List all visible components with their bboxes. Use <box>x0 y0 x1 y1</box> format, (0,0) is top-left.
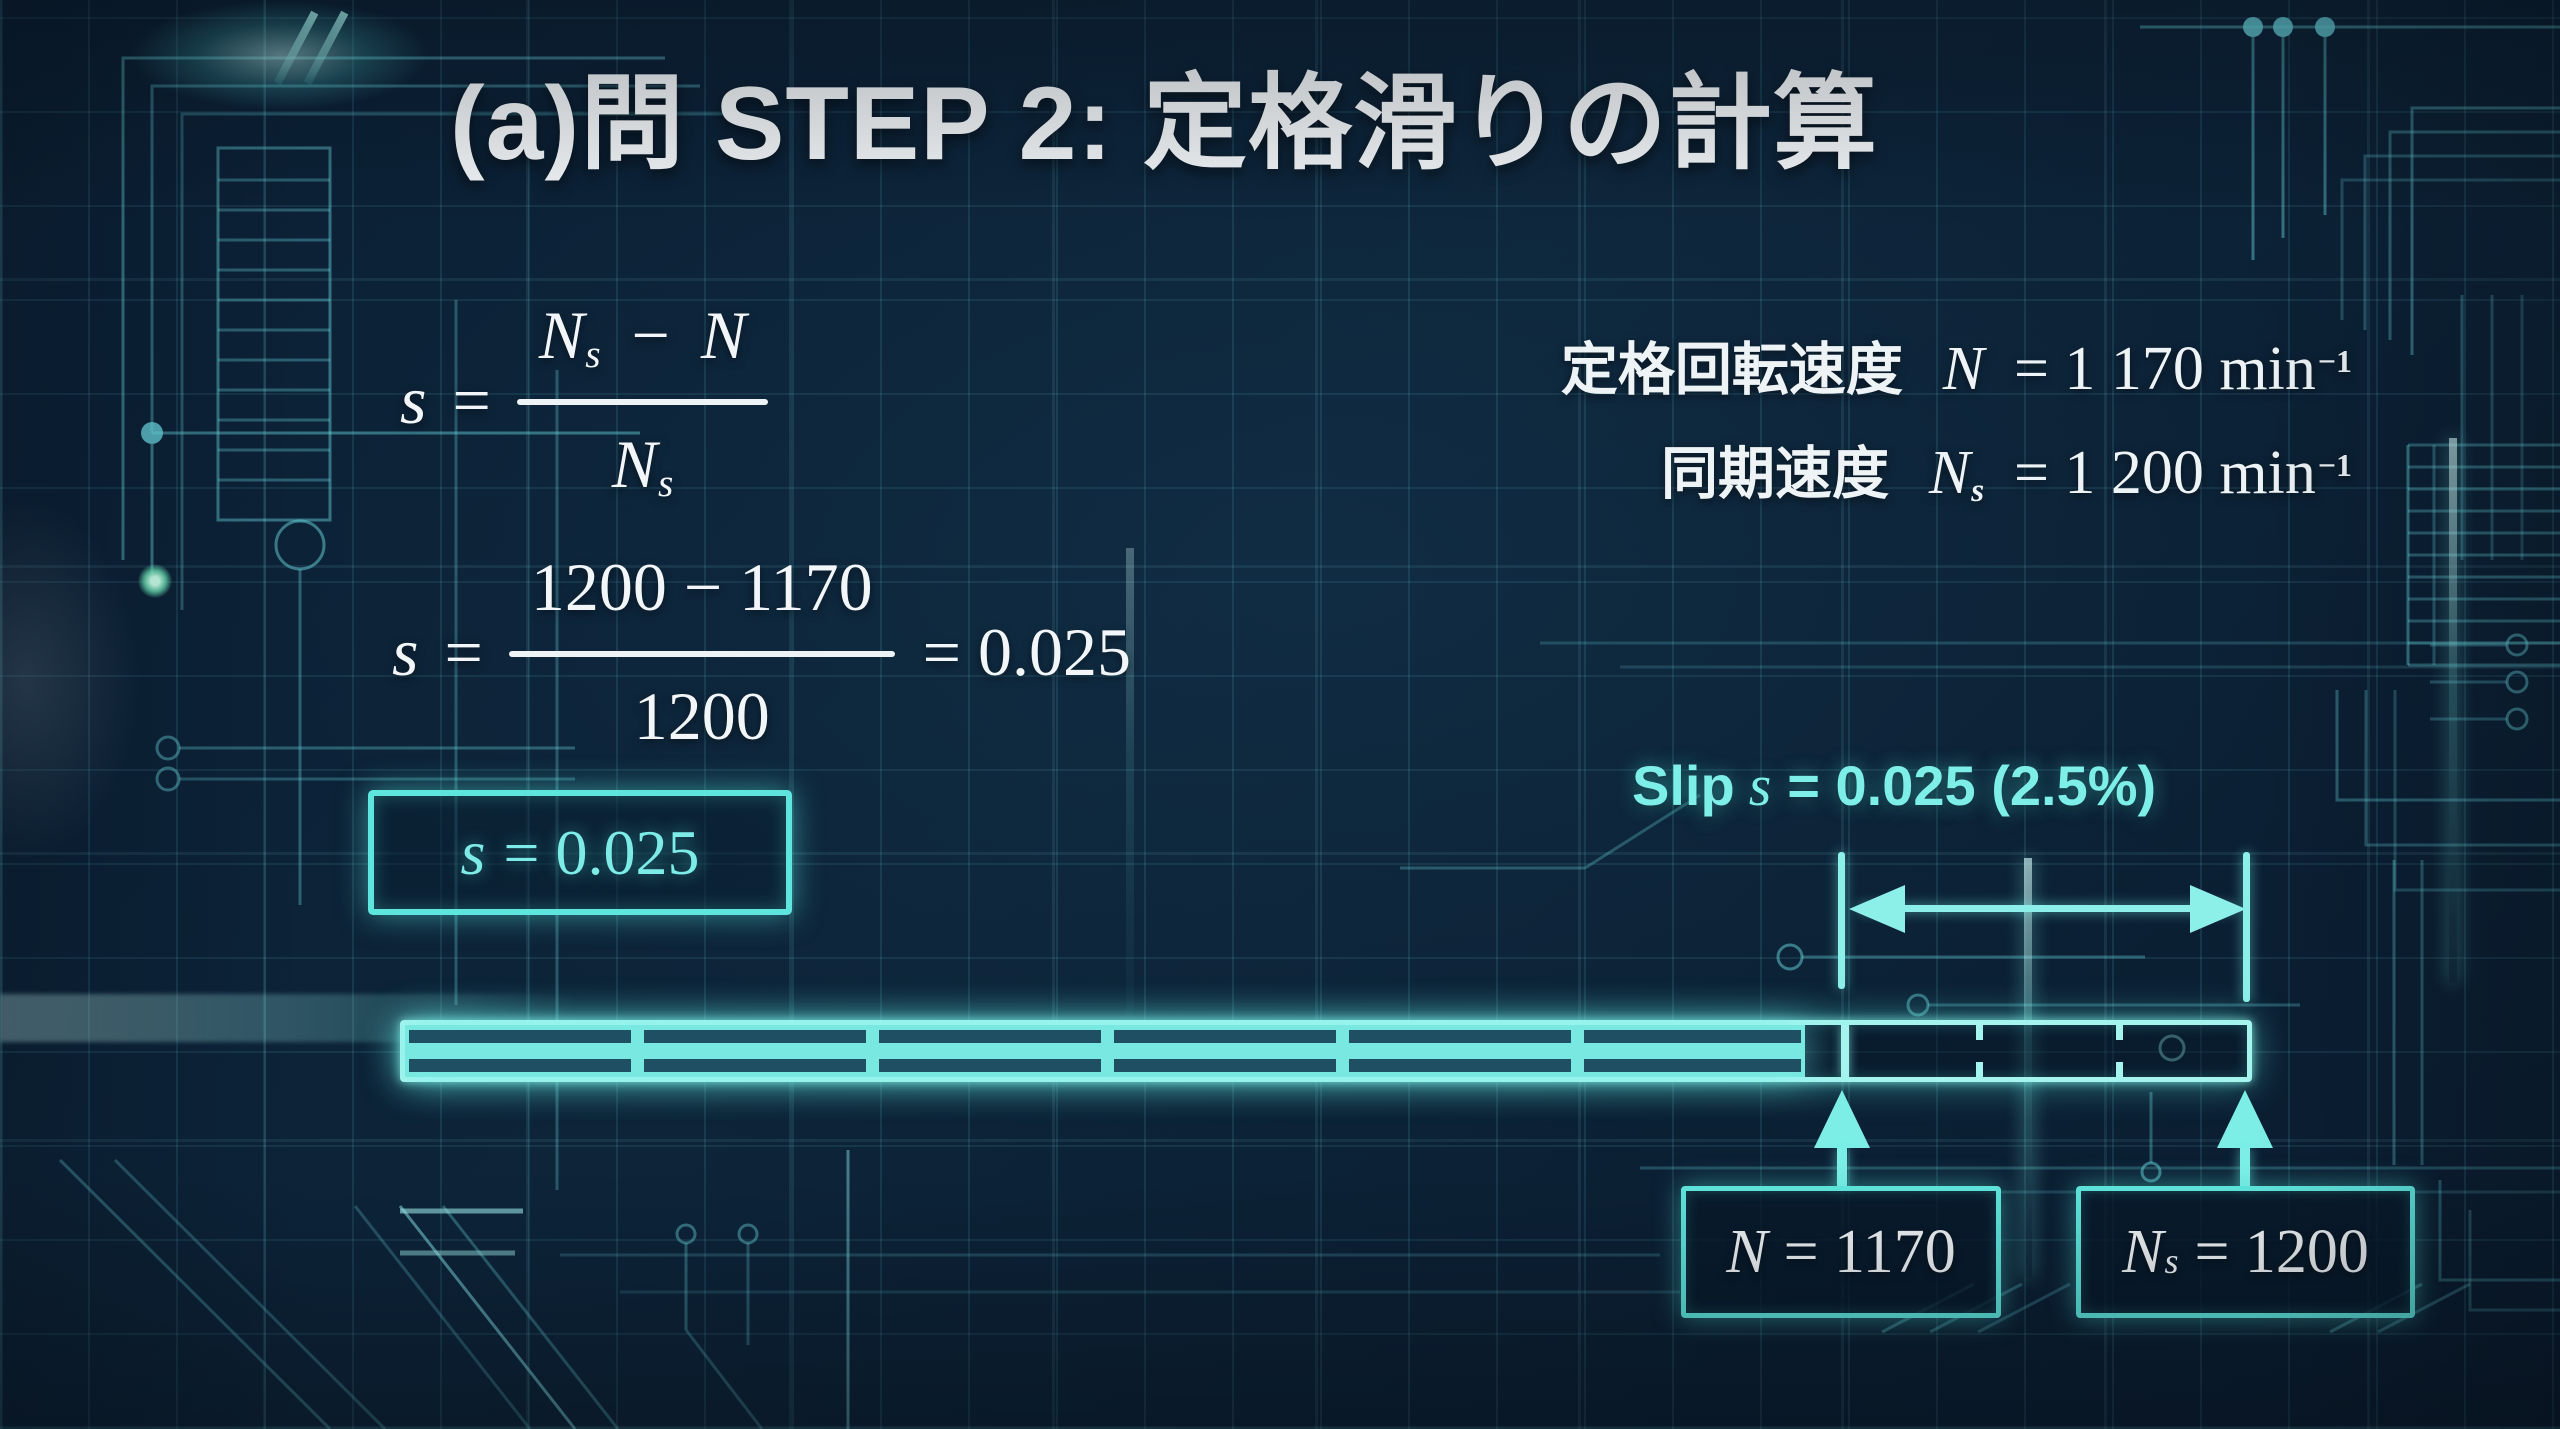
given-rated-speed: 定格回転速度 N = 1 170 min−1 <box>1560 335 2352 403</box>
given-values: 定格回転速度 N = 1 170 min−1 同期速度 Ns = 1 200 m… <box>1560 335 2352 509</box>
glow-dot <box>138 564 172 598</box>
bar-slot-strip <box>409 1059 1801 1072</box>
arrow-right-icon <box>2190 885 2246 933</box>
arrow-up-icon <box>1814 1090 1870 1148</box>
bar-notch <box>2116 1062 2123 1077</box>
glow-vertical-streak <box>2449 438 2457 983</box>
page-title: (a)問 STEP 2: 定格滑りの計算 <box>450 66 1879 182</box>
given-label: 同期速度 <box>1661 442 1890 506</box>
fraction: 1200 − 1170 1200 <box>508 548 895 756</box>
result-box: s = 0.025 <box>368 790 792 915</box>
n-value-box: N = 1170 <box>1681 1186 2001 1318</box>
dimension-tick-right <box>2243 852 2250 1002</box>
fraction-numerator: Ns − N <box>538 297 747 377</box>
formula-result: = 0.025 <box>922 613 1132 690</box>
dimension-arrow-line <box>1858 905 2236 912</box>
fraction-bar <box>508 651 895 657</box>
equals-sign: = <box>444 613 483 690</box>
given-sync-speed: 同期速度 Ns = 1 200 min−1 <box>1661 439 2352 509</box>
given-label: 定格回転速度 <box>1560 338 1903 402</box>
arrow-up-icon <box>2217 1090 2273 1148</box>
bar-divider-at-n <box>1841 1025 1849 1077</box>
formula-lhs: s <box>400 361 427 438</box>
fraction-denominator: 1200 <box>633 678 770 754</box>
glow-left-edge <box>0 500 140 860</box>
fraction: Ns − N Ns <box>516 296 769 506</box>
fraction-bar <box>516 399 769 405</box>
arrow-up-stem <box>1837 1148 1847 1190</box>
formula-lhs: s <box>392 613 419 690</box>
speed-scale-bar <box>400 1020 2252 1082</box>
formula-slip-numeric: s = 1200 − 1170 1200 = 0.025 <box>392 548 1131 756</box>
fraction-numerator: 1200 − 1170 <box>530 549 873 625</box>
equals-sign: = <box>452 361 491 438</box>
arrow-up-stem <box>2240 1148 2250 1190</box>
bar-notch <box>1976 1062 1983 1077</box>
arrow-left-icon <box>1849 885 1905 933</box>
bar-notch <box>1976 1025 1983 1040</box>
formula-slip-general: s = Ns − N Ns <box>400 296 769 506</box>
glow-top-left <box>130 0 430 110</box>
bar-slot-strip <box>409 1030 1801 1043</box>
dimension-tick-left <box>1838 852 1845 989</box>
fraction-denominator: Ns <box>611 426 674 506</box>
speed-bar-filled-region <box>405 1025 1805 1077</box>
bar-notch <box>2116 1025 2123 1040</box>
